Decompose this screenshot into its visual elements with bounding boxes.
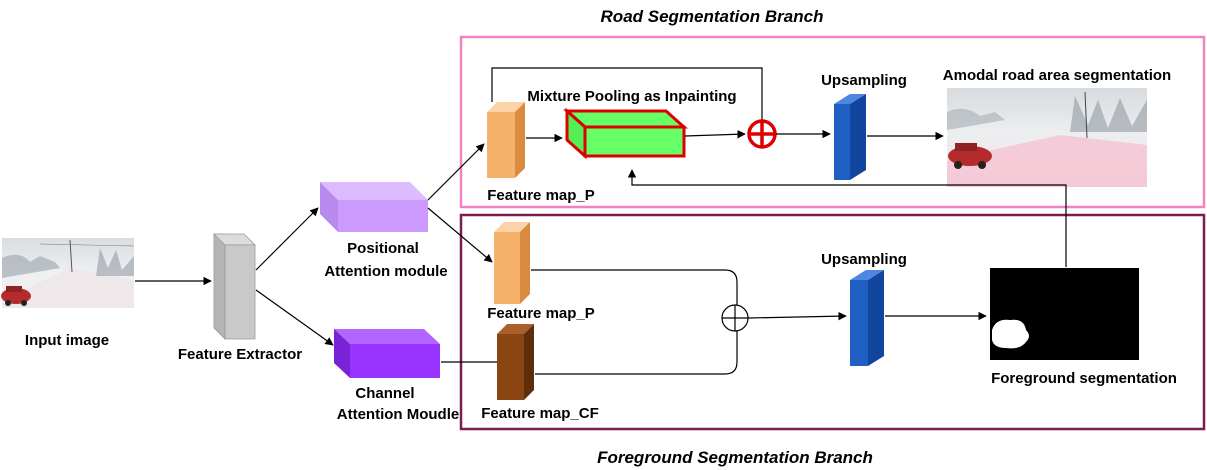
arrow-extractor-to-channel (255, 289, 334, 346)
arrow-mixture-to-sum (684, 130, 746, 139)
line-cf-to-sum (535, 331, 738, 375)
foreground-segmentation-image (990, 268, 1139, 360)
foreground-branch-box (459, 213, 1206, 431)
arrow-foreground-to-mixture-pooling (627, 169, 1067, 267)
fg-sum-icon (721, 304, 749, 332)
amodal-road-label: Amodal road area segmentation (943, 67, 1171, 84)
arrow-fg-sum-to-upsampling (747, 311, 847, 321)
arrow-positional-to-road-feature-map (427, 143, 485, 201)
fg-feature-map-p-label: Feature map_P (487, 305, 595, 322)
road-sum-icon (747, 119, 777, 149)
foreground-branch-title: Foreground Segmentation Branch (597, 448, 873, 467)
road-feature-map-p-label: Feature map_P (487, 187, 595, 204)
road-branch-box (459, 35, 1206, 209)
feature-extractor-block (213, 233, 256, 340)
input-image (1, 238, 135, 308)
road-feature-map-p-block (487, 102, 525, 178)
road-upsampling-label: Upsampling (821, 72, 907, 89)
road-upsampling-block (834, 94, 866, 180)
channel-attention-label-1: Channel (355, 385, 414, 402)
channel-attention-label-2: Attention Moudle (337, 406, 459, 423)
mixture-pooling-label: Mixture Pooling as Inpainting (527, 88, 736, 105)
positional-attention-block (320, 182, 428, 232)
arrow-positional-to-fg-feature-map (427, 207, 493, 263)
input-image-label: Input image (25, 332, 109, 349)
fg-upsampling-label: Upsampling (821, 251, 907, 268)
feature-map-cf-block (497, 324, 534, 400)
feature-extractor-label: Feature Extractor (178, 346, 302, 363)
channel-attention-block (334, 329, 440, 378)
positional-attention-label-1: Positional (347, 240, 419, 257)
fg-feature-map-p-block (494, 222, 530, 304)
skip-connection-road (491, 67, 763, 120)
fg-upsampling-block (850, 270, 884, 366)
foreground-segmentation-label: Foreground segmentation (991, 370, 1177, 387)
mixture-pooling-block (563, 107, 688, 160)
amodal-road-image (947, 88, 1147, 187)
road-branch-title: Road Segmentation Branch (601, 7, 824, 26)
arrow-extractor-to-positional (255, 207, 319, 271)
line-fg-featuremap-to-sum (531, 269, 738, 305)
feature-map-cf-label: Feature map_CF (481, 405, 599, 422)
positional-attention-label-2: Attention module (324, 263, 447, 280)
